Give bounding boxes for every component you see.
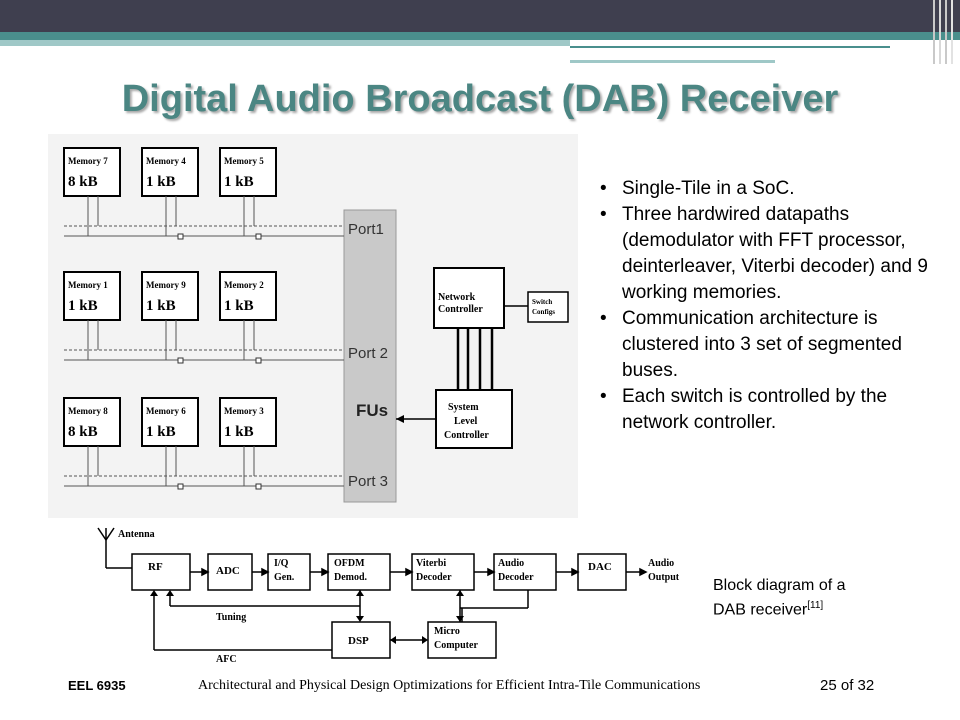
corner-decoration: [933, 0, 953, 64]
accent-stripe-light: [0, 40, 570, 46]
port-label: Port 3: [348, 473, 388, 490]
micro-computer-label: Micro: [434, 626, 460, 637]
network-controller-label: Network: [438, 292, 476, 303]
iq-label: Gen.: [274, 572, 295, 583]
system-controller-label: System: [448, 402, 479, 413]
memory-label: Memory 5: [224, 156, 264, 166]
accent-stripe: [0, 32, 960, 40]
antenna-label: Antenna: [118, 529, 155, 540]
switch-configs-label: Switch: [532, 298, 552, 306]
afc-label: AFC: [216, 654, 237, 665]
page-number: 25 of 32: [820, 677, 875, 694]
memory-label: Memory 1: [68, 280, 108, 290]
presentation-subtitle: Architectural and Physical Design Optimi…: [198, 678, 701, 693]
memory-label: Memory 6: [146, 406, 186, 416]
slide-title: Digital Audio Broadcast (DAB) Receiver: [121, 78, 839, 120]
switch-configs-label: Configs: [532, 308, 555, 316]
memory-label: Memory 8: [68, 406, 108, 416]
audio-decoder-label: Decoder: [498, 572, 534, 583]
memory-size: 1 kB: [224, 298, 254, 314]
memory-label: Memory 3: [224, 406, 264, 416]
top-banner: [0, 0, 960, 32]
system-controller-label: Controller: [444, 430, 489, 441]
tuning-label: Tuning: [216, 612, 246, 623]
port-label: Port 2: [348, 345, 388, 362]
memory-size: 1 kB: [68, 298, 98, 314]
memory-label: Memory 7: [68, 156, 108, 166]
memory-size: 1 kB: [146, 424, 176, 440]
memory-row-1: Memory 7 8 kB Memory 4 1 kB Memory 5 1 k…: [63, 147, 277, 197]
adc-label: ADC: [216, 565, 240, 577]
accent-rule-light: [570, 60, 775, 63]
bullet-item: •Each switch is controlled by the networ…: [600, 386, 888, 433]
memory-size: 8 kB: [68, 174, 98, 190]
course-code: EEL 6935: [68, 678, 126, 693]
bullet-item: •Single-Tile in a SoC.: [600, 178, 795, 199]
memory-label: Memory 2: [224, 280, 264, 290]
viterbi-label: Decoder: [416, 572, 452, 583]
memory-row-2: Memory 1 1 kB Memory 9 1 kB Memory 2 1 k…: [63, 271, 277, 321]
micro-computer-label: Computer: [434, 640, 478, 651]
viterbi-label: Viterbi: [416, 558, 446, 569]
bullet-item: •Communication architecture is clustered…: [600, 308, 902, 381]
rf-label: RF: [148, 561, 163, 573]
memory-size: 1 kB: [146, 298, 176, 314]
memory-label: Memory 9: [146, 280, 186, 290]
audio-output-label: Audio: [648, 558, 674, 569]
memory-row-3: Memory 8 8 kB Memory 6 1 kB Memory 3 1 k…: [63, 397, 277, 447]
iq-label: I/Q: [274, 558, 289, 569]
dsp-label: DSP: [348, 635, 369, 647]
bullet-list: •Single-Tile in a SoC. •Three hardwired …: [600, 176, 940, 436]
citation-ref: [11]: [807, 600, 824, 611]
bullet-item: •Three hardwired datapaths (demodulator …: [600, 204, 928, 303]
dab-block-diagram: Antenna RF ADC I/Q Gen. OFDM Demod. Vite…: [97, 527, 680, 665]
tile-architecture-diagram: Memory 7 8 kB Memory 4 1 kB Memory 5 1 k…: [48, 134, 578, 518]
audio-decoder-label: Audio: [498, 558, 524, 569]
memory-size: 1 kB: [224, 174, 254, 190]
memory-size: 8 kB: [68, 424, 98, 440]
ofdm-label: Demod.: [334, 572, 368, 583]
network-controller-label: Controller: [438, 304, 483, 315]
accent-rule: [570, 46, 890, 48]
memory-label: Memory 4: [146, 156, 186, 166]
memory-size: 1 kB: [224, 424, 254, 440]
port-label: Port1: [348, 221, 384, 238]
dac-label: DAC: [588, 561, 612, 573]
fus-label: FUs: [356, 401, 388, 420]
system-controller-label: Level: [454, 416, 478, 427]
ofdm-label: OFDM: [334, 558, 365, 569]
memory-size: 1 kB: [146, 174, 176, 190]
figure-caption: Block diagram of a DAB receiver[11]: [713, 577, 846, 619]
audio-output-label: Output: [648, 572, 680, 583]
